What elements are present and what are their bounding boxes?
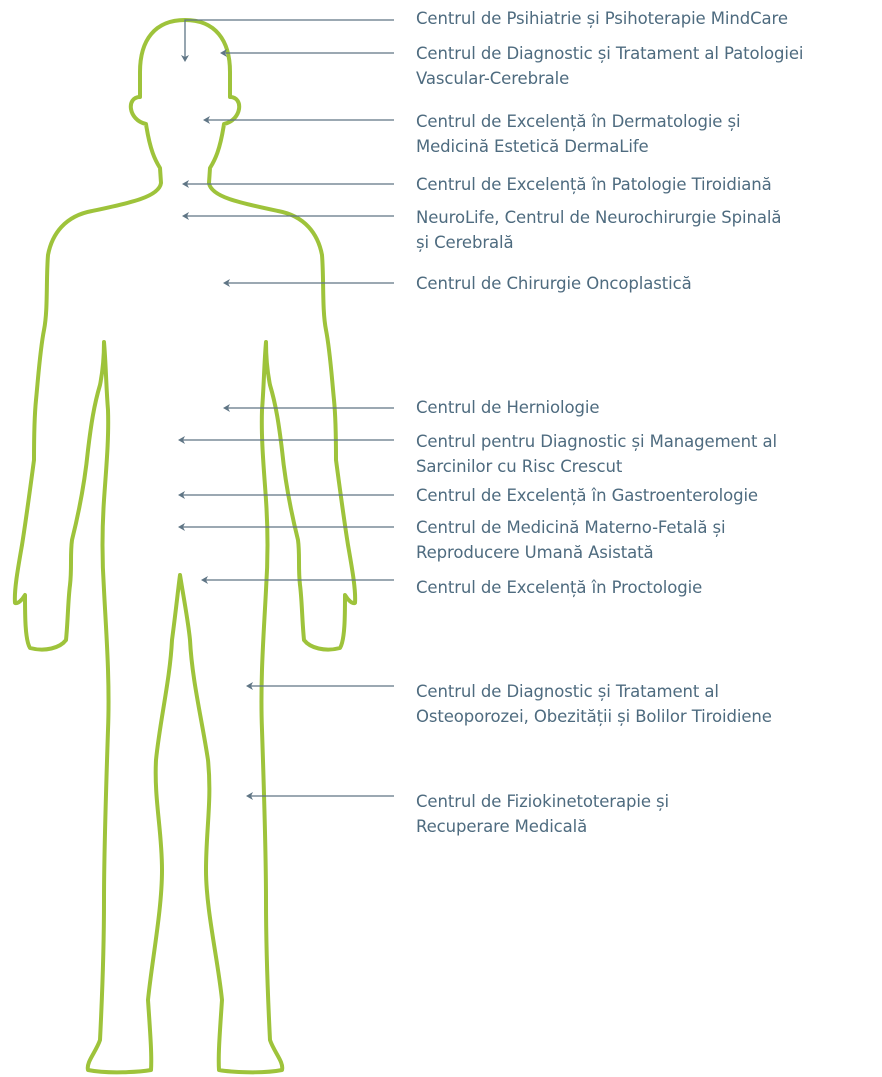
center-label-neurolife[interactable]: NeuroLife, Centrul de Neurochirurgie Spi… — [416, 205, 876, 255]
center-label-line: Centrul de Excelență în Patologie Tiroid… — [416, 172, 876, 197]
center-label-line: Centrul de Herniologie — [416, 395, 876, 420]
pointer-dermalife — [203, 116, 394, 124]
center-label-line: Centrul de Fiziokinetoterapie și — [416, 789, 876, 814]
center-label-line: Medicină Estetică DermaLife — [416, 134, 876, 159]
pointer-high-risk-pregnancy — [178, 436, 394, 444]
center-label-osteoporosis[interactable]: Centrul de Diagnostic și Tratament al Os… — [416, 679, 876, 729]
center-label-line: Centrul de Medicină Materno-Fetală și — [416, 515, 876, 540]
center-label-line: Sarcinilor cu Risc Crescut — [416, 454, 876, 479]
pointer-vascular-cerebral — [220, 49, 394, 57]
center-label-line: Centrul de Chirurgie Oncoplastică — [416, 271, 876, 296]
center-label-high-risk-pregnancy[interactable]: Centrul pentru Diagnostic și Management … — [416, 429, 876, 479]
center-label-mindcare[interactable]: Centrul de Psihiatrie și Psihoterapie Mi… — [416, 6, 876, 31]
pointer-maternal-fetal — [178, 523, 394, 531]
center-label-physiotherapy[interactable]: Centrul de Fiziokinetoterapie și Recuper… — [416, 789, 876, 839]
center-label-gastroenterology[interactable]: Centrul de Excelență în Gastroenterologi… — [416, 483, 876, 508]
center-label-line: Centrul de Excelență în Dermatologie și — [416, 109, 876, 134]
center-label-line: Centrul pentru Diagnostic și Management … — [416, 429, 876, 454]
center-label-oncoplastic-surgery[interactable]: Centrul de Chirurgie Oncoplastică — [416, 271, 876, 296]
pointer-herniology — [223, 404, 394, 412]
center-label-line: NeuroLife, Centrul de Neurochirurgie Spi… — [416, 205, 876, 230]
pointer-oncoplastic-surgery — [223, 279, 394, 287]
center-label-line: Recuperare Medicală — [416, 814, 876, 839]
center-label-maternal-fetal[interactable]: Centrul de Medicină Materno-Fetală și Re… — [416, 515, 876, 565]
center-label-dermalife[interactable]: Centrul de Excelență în Dermatologie și … — [416, 109, 876, 159]
center-label-line: Reproducere Umană Asistată — [416, 540, 876, 565]
center-label-line: Osteoporozei, Obezității și Bolilor Tiro… — [416, 704, 876, 729]
pointer-neurolife — [182, 212, 394, 220]
pointer-osteoporosis — [246, 682, 394, 690]
pointer-thyroid-pathology — [182, 180, 394, 188]
pointer-gastroenterology — [178, 491, 394, 499]
center-label-line: Centrul de Diagnostic și Tratament al Pa… — [416, 41, 876, 66]
center-label-line: Vascular-Cerebrale — [416, 66, 876, 91]
pointer-mindcare — [181, 20, 394, 62]
center-label-proctology[interactable]: Centrul de Excelență în Proctologie — [416, 575, 876, 600]
center-label-line: Centrul de Excelență în Gastroenterologi… — [416, 483, 876, 508]
center-label-line: și Cerebrală — [416, 230, 876, 255]
center-label-line: Centrul de Excelență în Proctologie — [416, 575, 876, 600]
center-label-thyroid-pathology[interactable]: Centrul de Excelență în Patologie Tiroid… — [416, 172, 876, 197]
center-label-line: Centrul de Psihiatrie și Psihoterapie Mi… — [416, 6, 876, 31]
pointer-physiotherapy — [246, 792, 394, 800]
center-label-herniology[interactable]: Centrul de Herniologie — [416, 395, 876, 420]
center-label-line: Centrul de Diagnostic și Tratament al — [416, 679, 876, 704]
pointer-line — [185, 20, 394, 58]
pointer-proctology — [201, 576, 394, 584]
center-label-vascular-cerebral[interactable]: Centrul de Diagnostic și Tratament al Pa… — [416, 41, 876, 91]
